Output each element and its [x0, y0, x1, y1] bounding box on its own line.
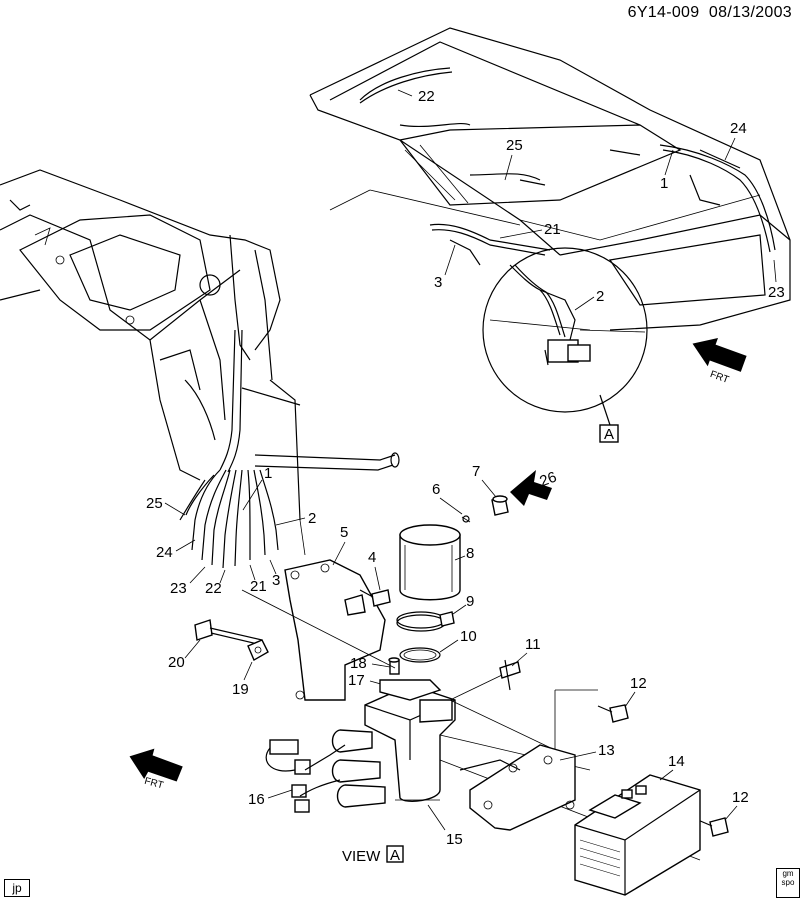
front-arrow-icon-lower: FRT: [129, 748, 183, 792]
clamp-9: 9: [396, 593, 474, 632]
diagram-date: 08/13/2003: [708, 4, 792, 21]
diagram-code: 6Y14-009: [627, 4, 700, 21]
callout-11: 11: [525, 636, 541, 653]
nut-19: 19: [232, 639, 269, 698]
callout-21-top: 21: [544, 221, 561, 238]
harness-16: 16: [248, 739, 346, 813]
callout-20: 20: [168, 654, 185, 671]
callout-22-top: 22: [418, 88, 435, 105]
harness-callouts: 1 2 25 24 23 22 21 3: [146, 465, 316, 597]
bolt-4: 4: [359, 549, 391, 607]
gm-spo-logo-text: gm spo: [781, 869, 795, 887]
dryer-canister-8: 8: [399, 524, 474, 601]
callout-16: 16: [248, 791, 265, 808]
callout-25: 25: [146, 495, 163, 512]
callout-12-lower: 12: [732, 789, 749, 806]
callout-1: 1: [264, 465, 272, 482]
compressor-15: 15: [331, 679, 463, 848]
callout-2-top: 2: [596, 288, 604, 305]
callout-7: 7: [472, 463, 480, 480]
fitting-11: 11: [449, 636, 541, 701]
callout-15: 15: [446, 831, 463, 848]
callout-5: 5: [340, 524, 348, 541]
wiring-harness: [179, 329, 400, 569]
detail-circle-a: A: [482, 247, 648, 443]
o-ring-10: 10: [399, 628, 477, 663]
callout-26: 26: [537, 469, 558, 491]
vehicle-frame: [0, 169, 301, 521]
callout-4: 4: [368, 549, 376, 566]
callout-2: 2: [308, 510, 316, 527]
callout-6: 6: [432, 481, 440, 498]
callout-9: 9: [466, 593, 474, 610]
bracket-13: 13: [459, 742, 615, 831]
front-arrow-icon: FRT: [692, 337, 747, 386]
bolt-12-lower: 12: [697, 789, 749, 837]
bracket-5: 5: [284, 524, 386, 701]
fitting-6-7: 6 7: [432, 463, 509, 523]
view-a-label: VIEW A: [342, 845, 404, 865]
view-a-box: [599, 424, 619, 443]
callout-17: 17: [348, 672, 365, 689]
callout-19: 19: [232, 681, 249, 698]
callout-13: 13: [598, 742, 615, 759]
diagram-header: 6Y14-009 08/13/2003: [628, 4, 792, 22]
view-arrow-icon: 26: [510, 469, 559, 506]
vehicle-rear: [309, 27, 791, 331]
callout-22: 22: [205, 580, 222, 597]
gm-spo-logo-icon: gm spo: [776, 868, 800, 898]
bolt-12-upper: 12: [597, 675, 647, 723]
callout-18: 18: [350, 655, 367, 672]
callout-3-top: 3: [434, 274, 442, 291]
callout-3: 3: [272, 572, 280, 589]
top-callouts: 22 25 24 1 21 3 2 23: [397, 88, 785, 311]
callout-14: 14: [668, 753, 685, 770]
control-module-14: 14: [574, 753, 701, 896]
front-arrow-label-top: FRT: [708, 369, 730, 386]
callout-8: 8: [466, 545, 474, 562]
bolt-20: 20: [168, 619, 263, 671]
author-initials: jp: [12, 881, 22, 895]
fitting-17-18: 18 17: [348, 655, 400, 689]
callout-25-top: 25: [506, 137, 523, 154]
callout-10: 10: [460, 628, 477, 645]
view-letter: A: [390, 847, 400, 864]
author-initials-box: jp: [4, 879, 30, 897]
view-word: VIEW: [342, 848, 381, 865]
callout-23: 23: [170, 580, 187, 597]
callout-1-top: 1: [660, 175, 668, 192]
callout-23-top: 23: [768, 284, 785, 301]
callout-24: 24: [156, 544, 173, 561]
view-a-box-letter: A: [604, 426, 614, 443]
callout-21: 21: [250, 578, 267, 595]
callout-24-top: 24: [730, 120, 747, 137]
front-arrow-label-bottom: FRT: [143, 776, 164, 792]
callout-12-upper: 12: [630, 675, 647, 692]
